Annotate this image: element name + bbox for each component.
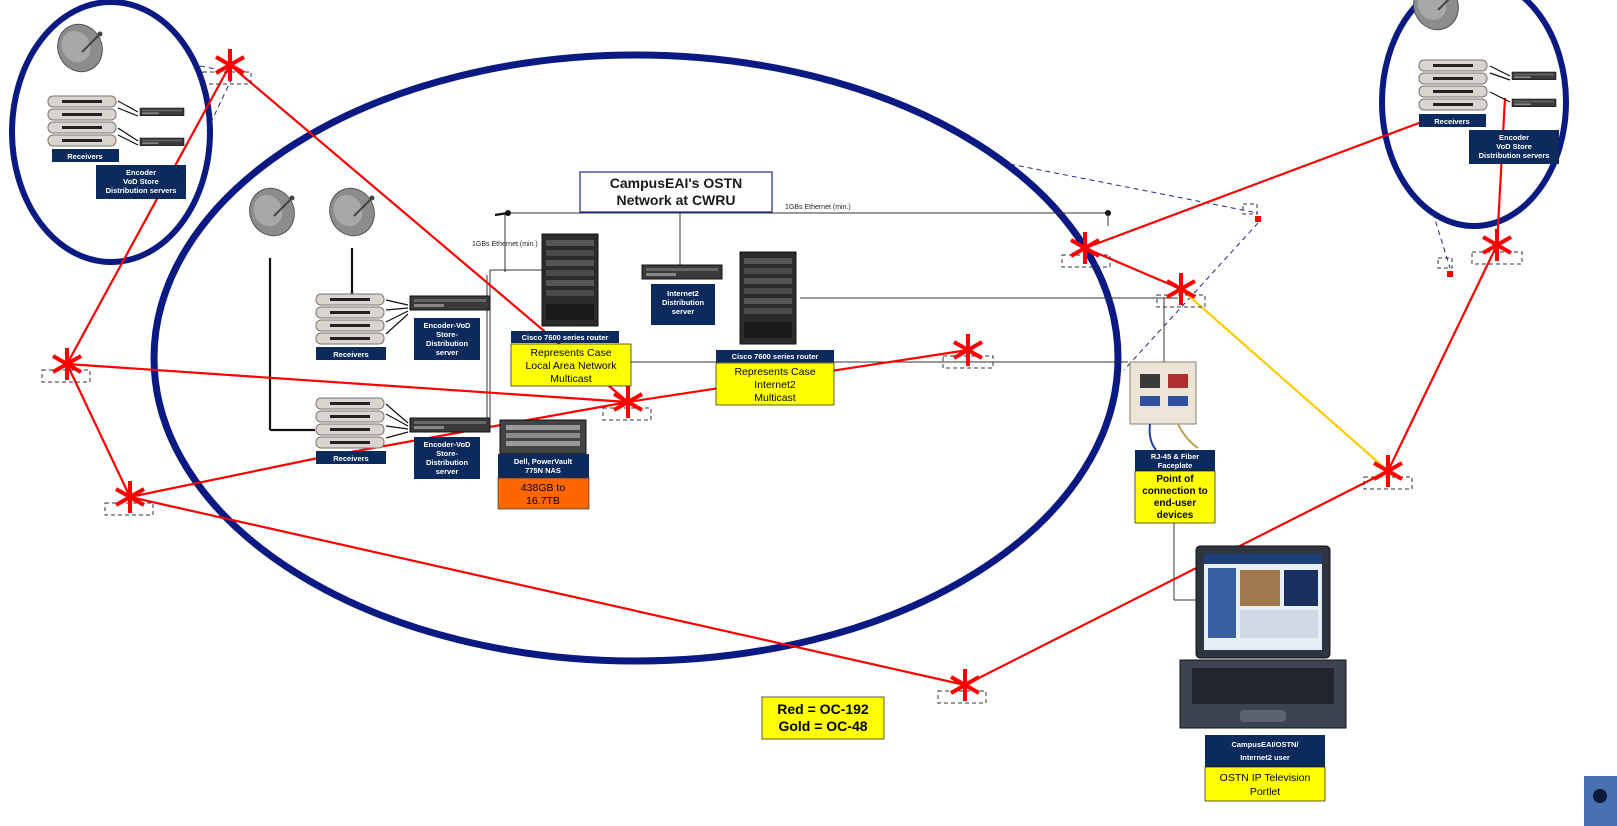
receiver-stack-icon [47,95,117,147]
svg-text:Receivers: Receivers [1434,117,1469,126]
svg-text:Distribution: Distribution [426,458,468,467]
svg-text:Gold = OC-48: Gold = OC-48 [778,718,867,734]
receiver-stack-icon [1418,59,1488,111]
node-star-5 [952,332,984,368]
svg-text:Receivers: Receivers [333,350,368,359]
campus-ring [150,51,1122,665]
network-nodes [41,47,1523,704]
remote-site-right: Receivers Encoder VoD Store Distribution… [1404,0,1559,164]
svg-text:end-user: end-user [1154,498,1196,509]
node-star-10 [1481,227,1513,263]
remote-ring-left [9,0,213,265]
router-icon [541,233,599,327]
svg-text:Distribution: Distribution [662,298,704,307]
dashed-links [199,65,1451,371]
svg-text:Internet2: Internet2 [754,379,796,391]
svg-text:Represents Case: Represents Case [530,347,611,359]
svg-text:Store-: Store- [436,449,458,458]
svg-text:Encoder: Encoder [126,168,156,177]
cisco-router-internet2: Cisco 7600 series router Represents Case… [715,251,835,406]
svg-text:Represents Case: Represents Case [734,366,815,378]
svg-text:Receivers: Receivers [67,152,102,161]
svg-text:Cisco 7600 series router: Cisco 7600 series router [732,352,819,361]
ethernet-label-left: 1GBs Ethernet (min.) [472,241,538,248]
svg-text:Distribution: Distribution [426,339,468,348]
svg-text:16.7TB: 16.7TB [526,495,560,507]
svg-text:OSTN IP Television: OSTN IP Television [1220,772,1311,784]
svg-text:VoD Store: VoD Store [1496,142,1532,151]
svg-text:438GB to: 438GB to [521,482,566,494]
svg-text:Encoder-VoD: Encoder-VoD [424,321,472,330]
svg-text:Internet2: Internet2 [667,289,699,298]
node-star-8 [1165,271,1197,307]
campus-headend-top: Receivers Encoder-VoD Store- Distributio… [315,293,491,360]
svg-text:server: server [672,307,695,316]
svg-text:Encoder-VoD: Encoder-VoD [424,440,472,449]
legend: Red = OC-192 Gold = OC-48 [761,696,885,740]
node-star-9 [1372,453,1404,489]
corner-logo [1584,776,1617,826]
svg-text:Local Area Network: Local Area Network [525,360,617,372]
satellite-dish-icon [240,179,304,245]
svg-text:CampusEAI/OSTN/: CampusEAI/OSTN/ [1231,740,1299,749]
satellite-dish-icon [1404,0,1468,39]
svg-text:Encoder: Encoder [1499,133,1529,142]
svg-text:Faceplate: Faceplate [1158,461,1193,470]
node-star-1 [214,47,246,83]
encoder-server-icon [139,137,185,146]
gold-oc48-path [1180,288,1389,472]
internet2-distribution-server: Internet2 Distribution server [641,264,723,325]
svg-text:775N NAS: 775N NAS [525,466,561,475]
satellite-dish-icon [320,179,384,245]
encoder-server-icon [409,417,491,433]
red-oc192-path [65,64,969,499]
svg-text:Distribution servers: Distribution servers [1479,151,1550,160]
svg-text:Store-: Store- [436,330,458,339]
svg-text:Cisco 7600 series router: Cisco 7600 series router [522,333,609,342]
svg-text:RJ-45 & Fiber: RJ-45 & Fiber [1151,452,1199,461]
svg-text:Internet2 user: Internet2 user [1240,753,1290,762]
rj45-fiber-faceplate: RJ-45 & Fiber Faceplate Point of connect… [1129,361,1216,524]
svg-text:Point of: Point of [1156,474,1194,485]
svg-text:devices: devices [1157,510,1194,521]
svg-text:Distribution servers: Distribution servers [106,186,177,195]
node-star-6 [949,667,981,703]
cisco-router-lan: Cisco 7600 series router Represents Case… [510,233,632,387]
encoder-server-icon [409,295,491,311]
ethernet-label-top: 1GBs Ethernet (min.) [785,204,851,211]
svg-text:Multicast: Multicast [754,392,796,404]
svg-text:server: server [436,348,459,357]
svg-text:Multicast: Multicast [550,373,592,385]
encoder-server-icon [1511,71,1557,80]
end-user-laptop: CampusEAI/OSTN/ Internet2 user OSTN IP T… [1179,545,1347,802]
svg-text:CampusEAI's OSTN: CampusEAI's OSTN [610,175,742,191]
remote-site-left: Receivers Encoder VoD Store Distribution… [47,15,186,199]
dell-powervault-nas: Dell, PowerVault 775N NAS 438GB to 16.7T… [497,419,590,510]
svg-text:Receivers: Receivers [333,454,368,463]
svg-text:connection to: connection to [1142,486,1208,497]
satellite-dish-icon [48,15,112,81]
svg-text:server: server [436,467,459,476]
encoder-server-icon [1511,98,1557,107]
diagram-title: CampusEAI's OSTN Network at CWRU [579,171,773,213]
svg-text:Dell, PowerVault: Dell, PowerVault [514,457,573,466]
svg-text:Portlet: Portlet [1250,786,1280,798]
node-star-3 [114,479,146,515]
receiver-stack-icon [315,293,385,345]
receiver-stack-icon [315,397,385,449]
svg-text:Red = OC-192: Red = OC-192 [777,701,869,717]
campus-headend-bottom: Receivers Encoder-VoD Store- Distributio… [315,397,491,479]
server-icon [641,264,723,280]
router-icon [739,251,797,345]
remote-ring-right [1379,0,1569,229]
encoder-server-icon [139,107,185,116]
svg-text:VoD Store: VoD Store [123,177,159,186]
svg-text:Network at CWRU: Network at CWRU [616,192,735,208]
